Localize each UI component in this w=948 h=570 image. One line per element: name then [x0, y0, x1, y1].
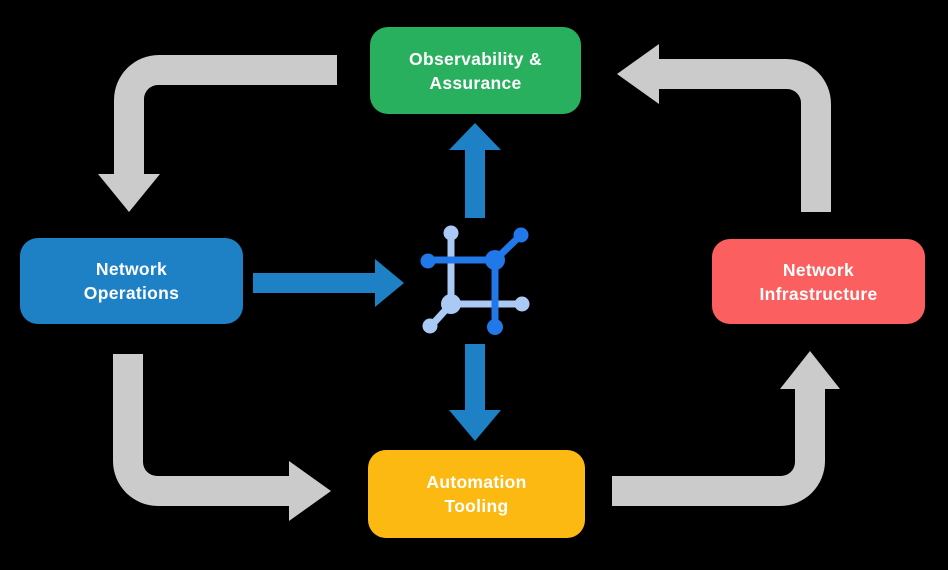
node-label-line: Network: [782, 259, 855, 280]
node-label-line: Infrastructure: [759, 283, 878, 304]
arrowhead-down-icon: [449, 410, 501, 441]
arrowhead-up-icon: [780, 351, 840, 389]
mesh-dark-nodes: [420, 227, 529, 335]
node-label-line: Operations: [83, 283, 180, 303]
node-network-infrastructure: Network Infrastructure: [712, 239, 925, 324]
node-automation-tooling: Automation Tooling: [368, 450, 585, 538]
arrow-shaft: [113, 354, 289, 506]
arrow-center-to-observability: [449, 123, 501, 218]
arrowhead-left-icon: [617, 44, 659, 104]
node-observability: Observability & Assurance: [370, 27, 581, 114]
arrowhead-right-icon: [375, 259, 404, 307]
arrow-shaft: [465, 344, 485, 412]
arrowhead-right-icon: [289, 461, 331, 521]
node-label-line: Observability &: [409, 48, 542, 69]
arrow-shaft: [465, 148, 485, 218]
arrow-automation-to-infrastructure: [612, 351, 840, 506]
arrow-infrastructure-to-observability: [617, 44, 831, 212]
network-mesh-icon: [420, 225, 530, 335]
node-label-line: Tooling: [444, 496, 509, 516]
arrow-operations-to-center: [253, 259, 404, 307]
node-network-operations: Network Operations: [20, 238, 243, 324]
mesh-light-nodes: [422, 225, 530, 334]
node-label-line: Assurance: [429, 72, 522, 93]
arrowhead-up-icon: [449, 123, 501, 150]
arrow-shaft: [659, 59, 831, 212]
node-label-line: Network: [95, 259, 168, 279]
arrow-shaft: [253, 273, 375, 293]
arrow-operations-to-automation: [113, 354, 331, 521]
arrow-observability-to-operations: [98, 55, 337, 212]
arrow-shaft: [612, 389, 825, 506]
arrow-shaft: [114, 55, 337, 174]
arrowhead-down-icon: [98, 174, 160, 212]
arrow-center-to-automation: [449, 344, 501, 441]
node-label-line: Automation: [426, 472, 527, 492]
